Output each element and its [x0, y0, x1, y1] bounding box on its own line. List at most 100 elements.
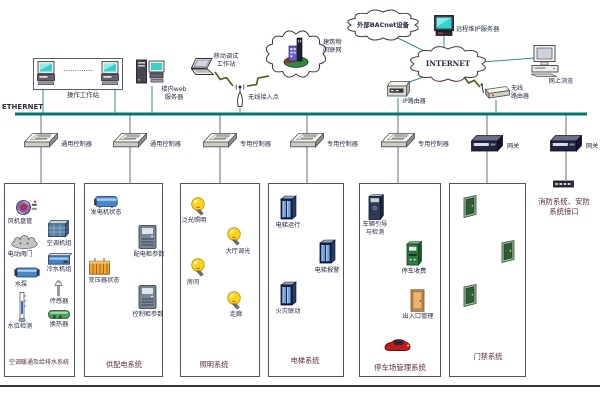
gateway-2-label: 网关 — [586, 143, 599, 150]
door-1-icon — [463, 195, 477, 218]
power-system-label: 供配电系统 — [106, 360, 142, 369]
elevator-running-icon — [280, 195, 297, 220]
water-pump-label: 水泵 — [14, 281, 28, 288]
transformer-status-icon — [89, 258, 110, 275]
vehicle-guidance-label: 车辆引导 与检测 — [362, 221, 388, 237]
workstation-dots: ············· — [63, 67, 93, 75]
wireless-access-point-icon — [235, 84, 245, 107]
external-bacnet-cloud — [347, 9, 419, 41]
special-controller-3-label: 专用控制器 — [418, 141, 449, 148]
web-browsing-pc-icon — [530, 45, 559, 77]
rooms-label: 房间 — [186, 279, 200, 286]
chiller-label: 冷水机组 — [46, 266, 72, 273]
wireless-router-icon — [480, 83, 510, 100]
wireless-ap-label: 无线接入点 — [248, 94, 279, 101]
external-bacnet-label: 外部BACnet设备 — [356, 21, 410, 29]
hall-dimming-icon — [227, 227, 241, 246]
fire-linkage-label: 火灾联动 — [275, 308, 301, 315]
fire-security-interface-label: 消防系统、安防 系统接口 — [538, 197, 590, 216]
wireless-router-label: 无线 路由器 — [511, 85, 530, 100]
control-cabinet-label: 控制柜参数 — [132, 311, 164, 318]
generator-status-icon — [94, 196, 118, 208]
parking-system-label: 停车场管理系统 — [374, 363, 426, 372]
gateway-2-icon — [550, 135, 582, 152]
power-system-box — [84, 183, 163, 377]
lighting-system-box — [180, 183, 260, 377]
general-controller-1-label: 通用控制器 — [61, 141, 92, 148]
ap-building-wireless-link-bolt-icon — [246, 75, 270, 87]
mobile-laptop-icon — [191, 58, 214, 75]
laptop-ap-wireless-link-bolt-icon — [214, 71, 234, 87]
corridor-label: 走廊 — [229, 311, 243, 318]
elevator-running-label: 电梯运行 — [275, 222, 301, 229]
water-pump-icon — [14, 267, 40, 278]
workstation-pc-left-icon — [37, 61, 55, 85]
general-controller-1-icon — [24, 133, 58, 148]
flood-lighting-label: 泛光照明 — [181, 217, 207, 224]
inter-building-label: 建筑物 间联网 — [323, 39, 342, 55]
parking-fee-label: 停车收费 — [401, 268, 427, 275]
special-controller-3-icon — [381, 133, 415, 148]
flood-lighting-icon — [191, 197, 205, 216]
ahu-label: 空调机组 — [46, 240, 72, 247]
entrance-management-label: 出入口管理 — [402, 313, 434, 320]
workstation-pc-right-icon — [101, 61, 119, 85]
web-server-icon — [136, 59, 165, 84]
special-controller-1-label: 专用控制器 — [240, 141, 271, 148]
mobile-workstation-label: 移动调试 工作站 — [213, 53, 239, 69]
elevator-alarm-icon — [319, 239, 336, 264]
sensor-label: 传感器 — [49, 298, 69, 305]
door-3-icon — [463, 284, 477, 307]
car-icon — [384, 339, 411, 352]
web-browsing-label: 网上浏览 — [548, 78, 574, 85]
door-2-icon — [501, 240, 515, 263]
distribution-cabinet-label: 配电柜参数 — [133, 251, 165, 258]
elevator-alarm-label: 电梯报警 — [314, 267, 340, 274]
distribution-cabinet-icon — [138, 225, 157, 249]
internet-wifi-wireless-link-bolt-icon — [463, 76, 481, 88]
vehicle-guidance-icon — [368, 194, 384, 220]
motor-valve-icon — [11, 235, 38, 249]
special-controller-2-label: 专用控制器 — [327, 141, 358, 148]
gateway-1-icon — [471, 135, 503, 152]
lighting-system-label: 照明系统 — [199, 360, 229, 369]
rooms-icon — [191, 258, 205, 277]
general-controller-2-label: 通用控制器 — [150, 141, 181, 148]
entrance-management-icon — [410, 289, 425, 312]
special-controller-1-icon — [203, 133, 237, 148]
fire-linkage-icon — [280, 281, 297, 306]
remote-maintenance-label: 远程维护服务器 — [456, 26, 500, 33]
remote-maintenance-server-icon — [434, 15, 454, 36]
generator-status-label: 发电机状态 — [90, 209, 122, 216]
internet-browse-link — [481, 57, 536, 63]
ethernet-label: ETHERNET — [2, 103, 44, 111]
chiller-icon — [48, 253, 72, 265]
hvac-water-system-label: 空调暖通及给排水系统 — [8, 359, 70, 366]
ip-router-icon — [387, 81, 410, 98]
sensor-icon — [54, 280, 63, 297]
access-control-system-box — [449, 183, 526, 377]
operator-workstation-label: 操作工作站 — [67, 91, 99, 99]
control-cabinet-icon — [138, 285, 157, 309]
internet-label: INTERNET — [425, 59, 471, 68]
gateway-1-label: 网关 — [507, 143, 520, 150]
transformer-status-label: 变压器状态 — [88, 277, 120, 284]
access-control-system-label: 门禁系统 — [473, 352, 503, 361]
water-level-icon — [18, 292, 27, 322]
building-icon — [283, 37, 309, 68]
heat-exchanger-label: 换热器 — [49, 321, 69, 328]
water-level-label: 水位检测 — [7, 323, 33, 330]
ip-router-label: IP路由器 — [402, 98, 426, 105]
fan-coil-icon — [16, 200, 37, 215]
general-controller-2-icon — [113, 133, 147, 148]
motor-valve-label: 电动阀门 — [7, 251, 33, 258]
hall-dimming-label: 大厅调光 — [225, 248, 251, 255]
fire-security-interface-icon — [553, 180, 574, 188]
corridor-icon — [227, 291, 241, 310]
hvac-water-system-box — [4, 183, 75, 377]
internet-cloud — [410, 46, 486, 82]
elevator-system-label: 电梯系统 — [290, 356, 320, 365]
ahu-icon — [48, 220, 69, 238]
fan-coil-label: 风机盘管 — [7, 218, 33, 225]
